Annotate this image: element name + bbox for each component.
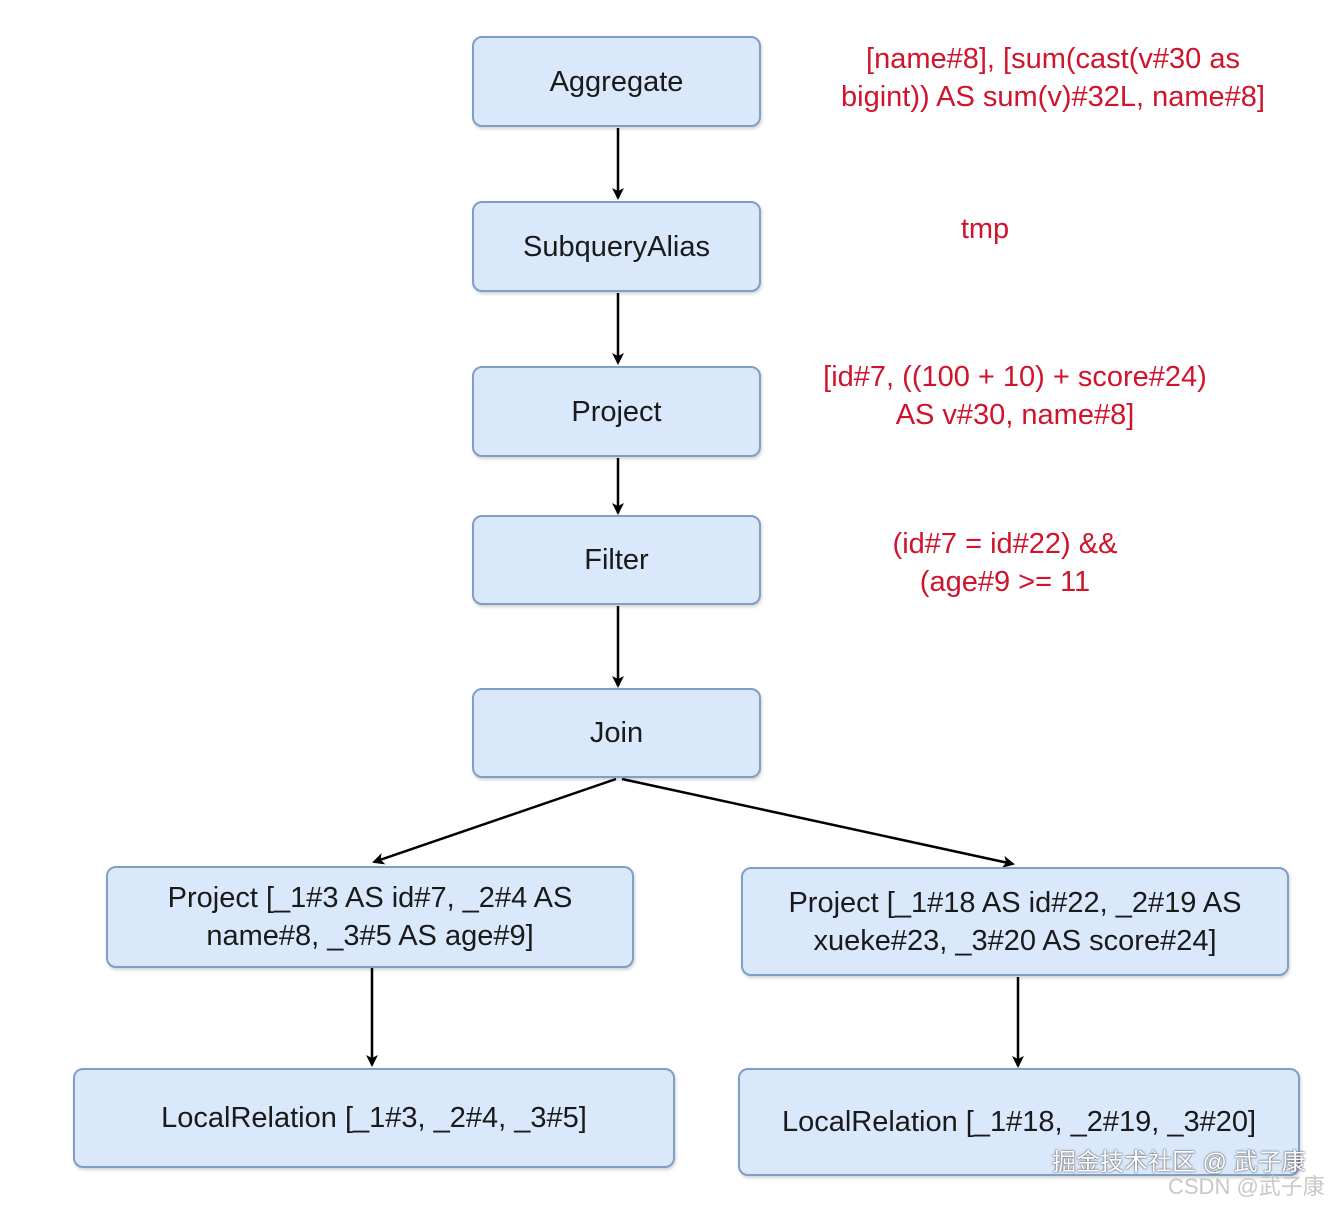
node-project-left: Project [_1#3 AS id#7, _2#4 AS name#8, _…	[106, 866, 634, 968]
node-local-relation-left: LocalRelation [_1#3, _2#4, _3#5]	[73, 1068, 675, 1168]
node-project-label: Project	[571, 395, 662, 428]
annotation-aggregate-line1: [name#8], [sum(cast(v#30 as	[866, 43, 1240, 75]
annotation-aggregate: [name#8], [sum(cast(v#30 as bigint)) AS …	[808, 40, 1298, 116]
node-local-relation-right-label: LocalRelation [_1#18, _2#19, _3#20]	[781, 1106, 1257, 1138]
node-filter-label: Filter	[584, 544, 649, 576]
edge-join-project-right	[621, 777, 1015, 868]
node-project-right-line2: xueke#23, _3#20 AS score#24]	[813, 924, 1217, 957]
node-filter: Filter	[472, 515, 761, 605]
node-subquery-alias-label: SubqueryAlias	[523, 230, 710, 263]
node-join: Join	[472, 688, 761, 778]
annotation-filter-line1: (id#7 = id#22) &&	[892, 528, 1118, 560]
node-local-relation-right: LocalRelation [_1#18, _2#19, _3#20]	[738, 1068, 1300, 1176]
node-join-label: Join	[589, 717, 644, 749]
node-local-relation-left-label: LocalRelation [_1#3, _2#4, _3#5]	[161, 1102, 587, 1134]
annotation-aggregate-line2: bigint)) AS sum(v)#32L, name#8]	[841, 81, 1265, 113]
node-project-left-line1: Project [_1#3 AS id#7, _2#4 AS	[167, 882, 573, 914]
node-project-left-line2: name#8, _3#5 AS age#9]	[206, 920, 534, 952]
node-aggregate-label: Aggregate	[549, 65, 684, 98]
annotation-project-line2: AS v#30, name#8]	[895, 399, 1135, 431]
node-subquery-alias: SubqueryAlias	[472, 201, 761, 292]
node-project-right-line1: Project [_1#18 AS id#22, _2#19 AS	[788, 886, 1242, 919]
annotation-subquery-alias-line1: tmp	[960, 213, 1010, 245]
watermark-csdn: CSDN @武子康	[1168, 1174, 1325, 1199]
node-project: Project	[472, 366, 761, 457]
annotation-project-line1: [id#7, ((100 + 10) + score#24)	[823, 361, 1207, 393]
annotation-filter-line2: (age#9 >= 11	[919, 566, 1091, 598]
watermark-juejin: 掘金技术社区 @ 武子康	[1052, 1149, 1306, 1176]
annotation-filter: (id#7 = id#22) && (age#9 >= 11	[870, 525, 1140, 601]
node-aggregate: Aggregate	[472, 36, 761, 127]
edge-join-project-left	[372, 777, 617, 865]
annotation-project: [id#7, ((100 + 10) + score#24) AS v#30, …	[790, 358, 1240, 434]
node-project-right: Project [_1#18 AS id#22, _2#19 AS xueke#…	[741, 867, 1289, 976]
annotation-subquery-alias: tmp	[935, 210, 1035, 248]
